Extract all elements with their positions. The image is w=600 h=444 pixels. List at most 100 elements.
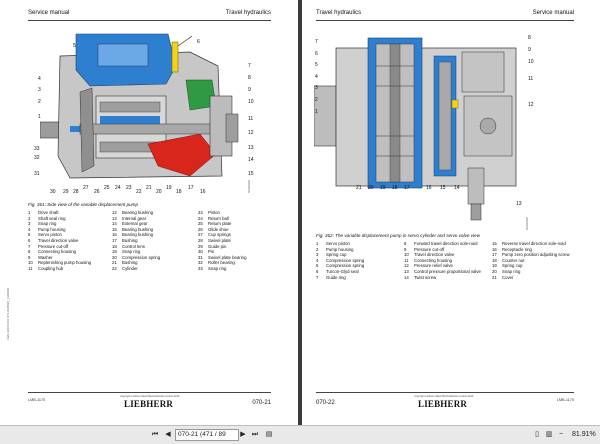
callout-19: 19 xyxy=(166,185,172,191)
callout-27: 27 xyxy=(83,185,89,191)
legend-text: Pump housing xyxy=(38,226,66,232)
last-page-icon[interactable]: ⏭ xyxy=(251,431,259,438)
callout-2: 2 xyxy=(38,99,41,105)
single-page-icon[interactable]: ▯ xyxy=(535,431,539,438)
legend-text: Replenishing pump housing xyxy=(38,260,92,266)
adjusting-screw-shape xyxy=(467,167,485,205)
legend-number: 15 xyxy=(112,226,117,232)
legend-number: 21 xyxy=(112,260,117,266)
legend-text: Return ball xyxy=(208,215,229,221)
legend-number: 20 xyxy=(112,254,117,260)
legend-number: 4 xyxy=(28,226,31,232)
pump-side-view-drawing xyxy=(40,33,239,179)
callout-22: 22 xyxy=(136,189,142,195)
legend-text: Control pressure proportional valve xyxy=(414,269,481,274)
legend-number: 28 xyxy=(198,238,203,243)
legend-number: 2 xyxy=(316,246,319,252)
legend-text: Swivel plate bearing xyxy=(208,254,247,260)
legend-number: 11 xyxy=(28,266,33,271)
callout-8: 8 xyxy=(248,75,251,81)
legend-text: Pump zero position adjusting screw xyxy=(502,252,570,258)
next-page-icon[interactable]: ▶ xyxy=(240,431,246,438)
legend-number: 25 xyxy=(198,221,203,227)
legend-number: 16 xyxy=(492,246,497,252)
callout-7: 7 xyxy=(248,63,251,69)
callout-16: 16 xyxy=(200,189,206,195)
legend-number: 5 xyxy=(28,232,31,238)
callout-5: 5 xyxy=(315,62,318,68)
continuous-view-icon[interactable]: ▤ xyxy=(265,431,273,438)
legend-text: Drive shaft xyxy=(38,210,59,215)
right-page-number: 070-22 xyxy=(316,400,335,406)
callout-4: 4 xyxy=(315,74,318,80)
legend-text: Bearing bushing xyxy=(122,232,154,238)
legend-text: Shaft seal ring xyxy=(38,215,66,221)
legend-number: 23 xyxy=(198,210,203,215)
callout-33: 33 xyxy=(34,146,40,152)
callout-24: 24 xyxy=(115,185,121,191)
legend-number: 1 xyxy=(28,210,31,215)
legend-text: Twist screw xyxy=(414,274,437,280)
legend-text: Swivel plate xyxy=(208,238,231,243)
legend-text: Servo piston xyxy=(38,232,62,238)
legend-text: External gear xyxy=(122,221,148,227)
first-page-icon[interactable]: ⏮ xyxy=(151,431,159,438)
pdf-viewer-toolbar: ⏮ ◀ 070-21 (471 / 89 ▶ ⏭ ▤ ▯ ▥ − 81.91% xyxy=(0,425,600,444)
left-figure-caption: Fig. 361: Side view of the variable disp… xyxy=(28,202,139,207)
left-side-text: LWH-1106/1401 071-01/0826_1102004 xyxy=(6,287,10,340)
legend-text: Spring cup xyxy=(502,263,523,269)
legend-number: 3 xyxy=(316,252,319,258)
legend-text: Forward travel direction sole-noid xyxy=(414,241,478,246)
callout-10: 10 xyxy=(248,99,254,105)
legend-text: Pressure cut-off xyxy=(414,246,445,252)
legend-number: 24 xyxy=(198,215,203,221)
legend-number: 14 xyxy=(404,274,409,280)
legend-text: Counter nut xyxy=(502,257,525,263)
legend-number: 12 xyxy=(112,210,117,215)
legend-text: Spring cup xyxy=(326,252,347,258)
callout-3: 3 xyxy=(38,87,41,93)
callout-20: 20 xyxy=(368,185,374,191)
callout-11: 11 xyxy=(248,116,254,122)
left-footer-copyright: copyright Liebherr-Werk Bischofshofen Gm… xyxy=(120,395,180,398)
legend-text: Bushing xyxy=(122,238,138,243)
zoom-level[interactable]: 81.91% xyxy=(572,431,596,438)
legend-text: Washer xyxy=(38,254,53,260)
page-number-input[interactable]: 070-21 (471 / 89 xyxy=(175,429,239,441)
callout-28: 28 xyxy=(73,189,79,195)
pump-servo-view-drawing xyxy=(314,37,517,221)
legend-text: Snap ring xyxy=(38,221,57,227)
callout-21: 21 xyxy=(356,185,362,191)
callout-16: 16 xyxy=(426,185,432,191)
callout-14: 14 xyxy=(454,185,460,191)
left-page-number: 070-21 xyxy=(252,400,271,406)
legend-number: 8 xyxy=(404,241,407,246)
legend-number: 1 xyxy=(316,241,319,246)
liebherr-logo: LIEBHERR xyxy=(124,399,174,409)
callout-1: 1 xyxy=(38,114,41,120)
callout-7: 7 xyxy=(315,39,318,45)
facing-pages-icon[interactable]: ▥ xyxy=(545,431,553,438)
right-header-title: Service manual xyxy=(532,10,574,16)
callout-15: 15 xyxy=(248,171,254,177)
prev-page-icon[interactable]: ◀ xyxy=(165,431,171,438)
callout-4: 4 xyxy=(38,76,41,82)
callout-3: 3 xyxy=(315,85,318,91)
legend-text: Connecting housing xyxy=(38,249,76,255)
callout-14: 14 xyxy=(248,157,254,163)
legend-number: 13 xyxy=(404,269,409,274)
legend-number: 22 xyxy=(112,266,117,271)
left-footer-code: LMB-1170 xyxy=(28,398,46,402)
callout-21: 21 xyxy=(146,185,152,191)
high-pressure-area xyxy=(147,133,217,177)
right-footer-copyright: copyright Liebherr-Werk Bischofshofen Gm… xyxy=(414,395,474,398)
callout-8: 8 xyxy=(528,35,531,41)
legend-number: 17 xyxy=(112,238,117,243)
legend-text: Snap ring xyxy=(502,269,521,274)
zoom-out-icon[interactable]: − xyxy=(558,431,564,438)
callout-9: 9 xyxy=(248,87,251,93)
left-drawing-code: 4DA9/0229 xyxy=(248,180,251,193)
legend-number: 29 xyxy=(198,243,203,249)
pressure-cutoff-shape xyxy=(461,51,505,93)
